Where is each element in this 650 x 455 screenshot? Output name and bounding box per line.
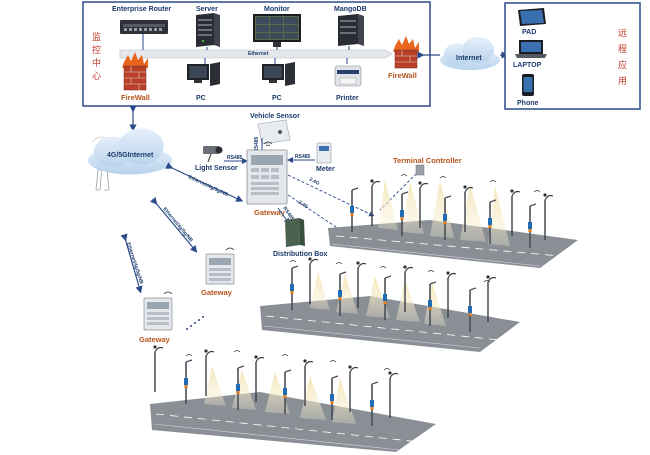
vehicle-sensor[interactable]: Vehicle Sensor RS485 bbox=[250, 113, 300, 159]
vertical-label-char: 应 bbox=[618, 59, 627, 71]
meter-label: Meter bbox=[316, 166, 335, 173]
terminal-controller[interactable]: Terminal Controller bbox=[393, 156, 462, 176]
link-label: Ethernet/4g/5g/NB bbox=[187, 174, 229, 198]
link-label: RS485 bbox=[227, 155, 243, 161]
firewall-left[interactable]: FireWall bbox=[121, 52, 150, 102]
pc-2-label: PC bbox=[272, 95, 282, 102]
gateway-3-label: Gateway bbox=[139, 335, 171, 344]
road-1 bbox=[328, 180, 578, 268]
link-label: RS485 bbox=[254, 136, 260, 152]
ethernet-bus: Ethernet bbox=[119, 49, 393, 59]
gateway-main-label: Gateway bbox=[254, 208, 286, 217]
mangodb-server[interactable]: MangoDB bbox=[334, 6, 367, 50]
pad-label: PAD bbox=[522, 29, 536, 36]
vertical-label-char: 用 bbox=[618, 76, 627, 87]
road-3 bbox=[150, 366, 436, 452]
mangodb-label: MangoDB bbox=[334, 6, 367, 13]
link-cloud-gateway-3: Ethernet/4g/5g/NB bbox=[120, 233, 144, 294]
internet-label: Internet bbox=[456, 55, 482, 62]
link-label: 2.4G bbox=[297, 200, 309, 211]
road-2 bbox=[260, 272, 520, 352]
phone-label: Phone bbox=[517, 100, 538, 107]
light-sensor-label: Light Sensor bbox=[195, 165, 238, 172]
vertical-label-char: 远 bbox=[618, 28, 627, 39]
laptop-label: LAPTOP bbox=[513, 62, 542, 69]
light-sensor[interactable]: Light Sensor RS485 bbox=[195, 146, 248, 172]
pc-1[interactable]: PC bbox=[187, 58, 220, 102]
signal-icons bbox=[185, 174, 541, 371]
link-label: Ethernet/4g/5g/NB bbox=[125, 242, 144, 285]
gateway-main[interactable]: Gateway bbox=[246, 141, 288, 217]
link-label: 2.4G bbox=[308, 176, 320, 186]
link-label: RS485 bbox=[295, 154, 311, 160]
router-label: Enterprise Router bbox=[112, 6, 171, 13]
pc-1-label: PC bbox=[196, 95, 206, 102]
more-gateways-dots bbox=[186, 316, 204, 330]
meter[interactable]: Meter RS485 bbox=[287, 142, 335, 173]
firewall-right[interactable]: FireWall bbox=[388, 36, 419, 80]
cloud-4g5g-label: 4G/5GInternet bbox=[107, 152, 154, 159]
firewall-right-label: FireWall bbox=[388, 71, 417, 80]
monitoring-center-label: 监 控 中 心 bbox=[92, 31, 101, 82]
laptop-device[interactable]: LAPTOP bbox=[513, 40, 547, 69]
phone-device[interactable]: Phone bbox=[517, 74, 538, 107]
vertical-label-char: 程 bbox=[618, 44, 627, 55]
vertical-label-char: 中 bbox=[92, 57, 101, 69]
distribution-box-label: Distribution Box bbox=[273, 251, 328, 258]
firewall-left-label: FireWall bbox=[121, 93, 150, 102]
server[interactable]: Server bbox=[196, 6, 220, 50]
gateway-2-label: Gateway bbox=[201, 288, 233, 297]
pad-device[interactable]: PAD bbox=[518, 8, 546, 36]
ethernet-label: Ethernet bbox=[248, 51, 269, 57]
gateway-3[interactable]: Gateway bbox=[139, 291, 173, 344]
monitor-label: Monitor bbox=[264, 6, 290, 13]
cloud-4g5g: 4G/5GInternet bbox=[88, 128, 172, 175]
printer[interactable]: Printer bbox=[334, 58, 362, 102]
internet-cloud: Internet bbox=[417, 37, 509, 70]
vertical-label-char: 控 bbox=[92, 44, 101, 56]
monitor[interactable]: Monitor bbox=[253, 6, 301, 50]
terminal-controller-label: Terminal Controller bbox=[393, 156, 462, 165]
vehicle-sensor-label: Vehicle Sensor bbox=[250, 113, 300, 120]
gateway-2[interactable]: Gateway bbox=[201, 247, 235, 297]
link-cloud-gateway-2: Ethernet/4g/5g/NB bbox=[149, 196, 198, 253]
link-label: Ethernet/4g/5g/NB bbox=[161, 206, 194, 243]
printer-label: Printer bbox=[336, 95, 359, 102]
pc-2[interactable]: PC bbox=[262, 58, 295, 102]
enterprise-router[interactable]: Enterprise Router bbox=[112, 6, 171, 50]
vertical-label-char: 监 bbox=[92, 31, 101, 43]
server-label: Server bbox=[196, 6, 218, 13]
vertical-label-char: 心 bbox=[92, 71, 101, 82]
